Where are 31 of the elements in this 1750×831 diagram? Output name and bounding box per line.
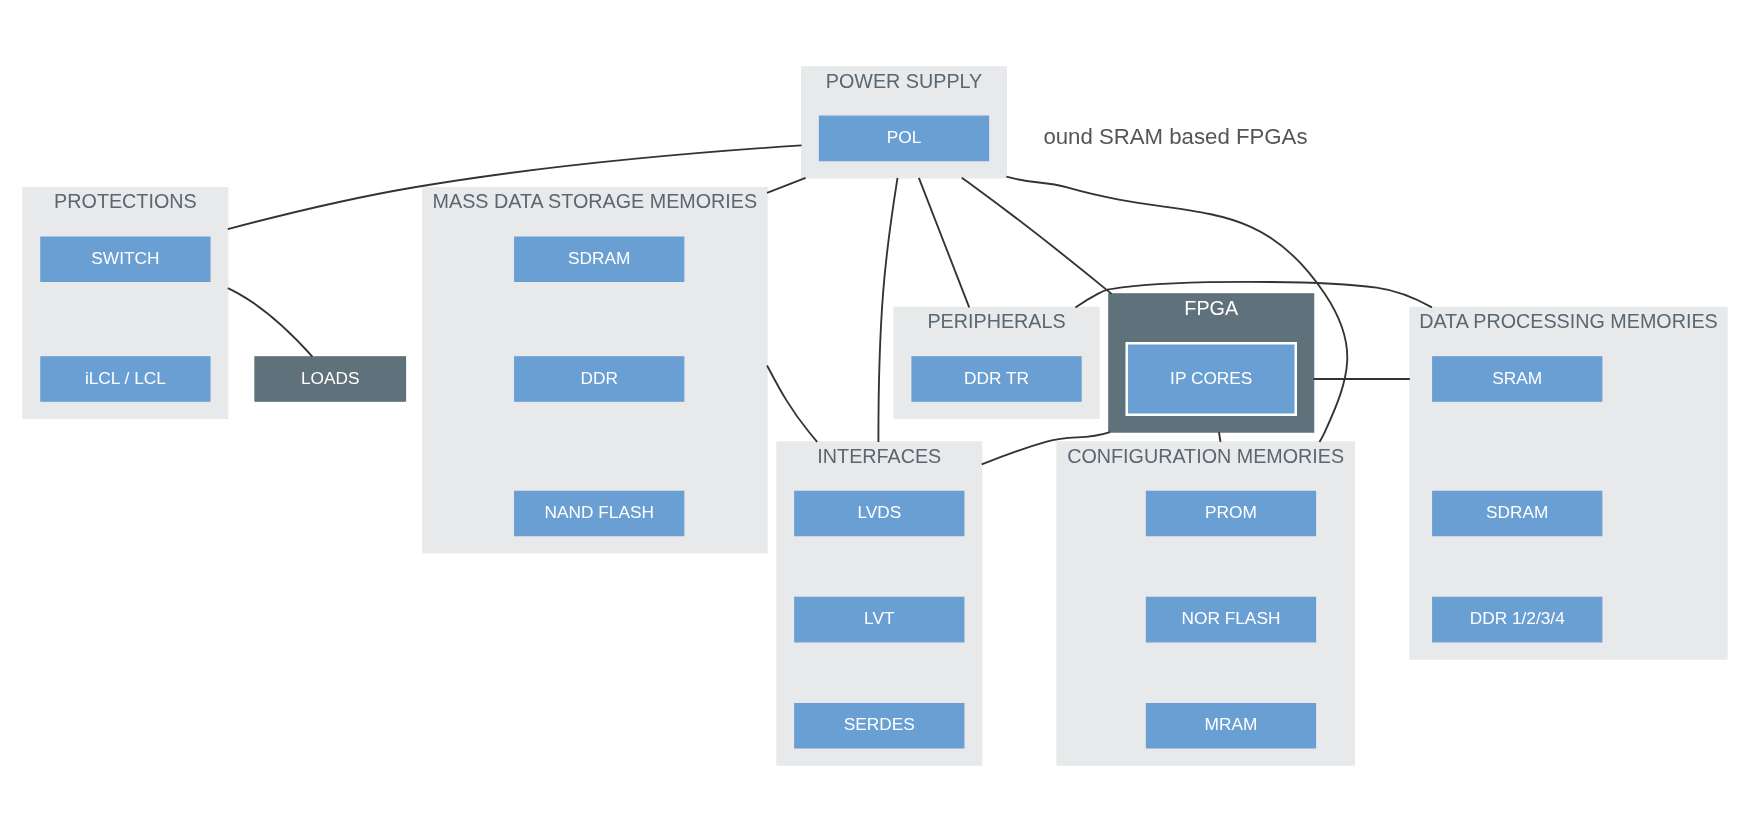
node-box: SWITCH [40, 235, 211, 282]
label: ound SRAM based FPGAs [1043, 123, 1308, 149]
node-box: DDR [514, 355, 685, 402]
connector [1312, 377, 1411, 380]
node-box: LOADS [254, 355, 407, 402]
node-box: SRAM [1432, 355, 1603, 402]
node-box: MRAM [1145, 702, 1317, 749]
node-box: POL [818, 115, 990, 161]
connector [226, 143, 803, 230]
node-box: DDR 1/2/3/4 [1432, 596, 1603, 642]
node-box: SDRAM [514, 235, 685, 282]
connector [1218, 430, 1222, 443]
node-box: NOR FLASH [1145, 596, 1317, 642]
node-box: LVT [794, 596, 965, 642]
node-box: LVDS [794, 490, 965, 536]
connector [1074, 280, 1433, 308]
node-box: PROM [1145, 490, 1317, 536]
connector [766, 176, 807, 194]
node-box: NAND FLASH [514, 490, 685, 536]
node-box: DDR TR [911, 355, 1082, 402]
node-box: iLCL / LCL [40, 355, 211, 402]
node-box: SERDES [794, 702, 965, 749]
connector [877, 176, 899, 443]
connector [960, 176, 1113, 295]
connector [917, 176, 971, 308]
node-box: SDRAM [1432, 490, 1603, 536]
connector [1005, 175, 1349, 443]
node-box: IP CORES [1125, 341, 1297, 416]
connector [766, 364, 819, 443]
connector [980, 430, 1111, 465]
connector [226, 286, 314, 357]
